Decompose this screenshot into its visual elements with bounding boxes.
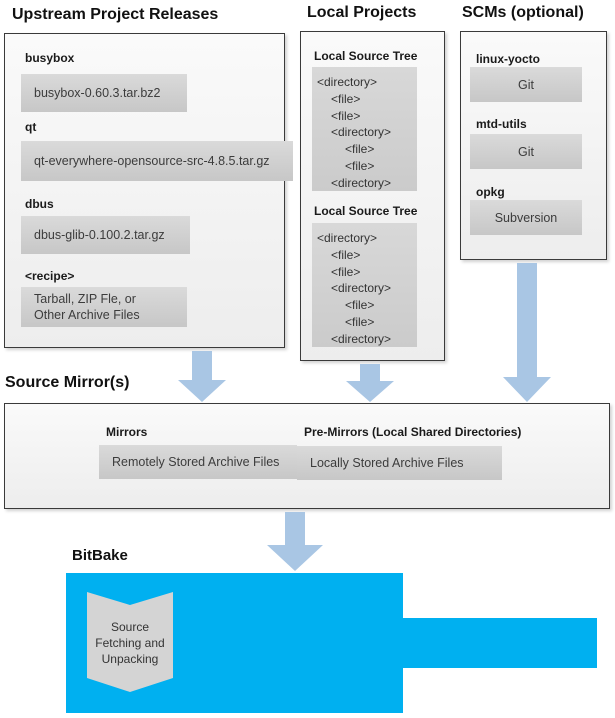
upstream-item-label: <recipe> bbox=[25, 269, 75, 283]
source-fetching-step: Source Fetching and Unpacking bbox=[87, 592, 173, 692]
local-source-tree-label: Local Source Tree bbox=[314, 204, 418, 218]
tree-line: <file> bbox=[331, 91, 361, 106]
scm-item-value: Git bbox=[470, 134, 582, 169]
upstream-item-value: dbus-glib-0.100.2.tar.gz bbox=[21, 216, 190, 254]
archive-name: busybox-0.60.3.tar.bz2 bbox=[34, 86, 161, 100]
scm-item-label: opkg bbox=[476, 185, 505, 199]
tree-line: <file> bbox=[345, 158, 375, 173]
local-source-tree: <directory> <file> <file> <directory> <f… bbox=[312, 223, 417, 347]
source-mirrors-title: Source Mirror(s) bbox=[5, 374, 130, 391]
local-source-tree-label: Local Source Tree bbox=[314, 49, 418, 63]
upstream-item-value: qt-everywhere-opensource-src-4.8.5.tar.g… bbox=[21, 141, 293, 181]
pre-mirrors-value: Locally Stored Archive Files bbox=[297, 446, 502, 480]
step-label: Source Fetching and Unpacking bbox=[95, 620, 165, 666]
down-arrow-icon bbox=[178, 351, 226, 402]
local-projects-box: Local Source Tree <directory> <file> <fi… bbox=[300, 31, 445, 361]
scm-tool: Subversion bbox=[494, 210, 558, 225]
upstream-item-value: busybox-0.60.3.tar.bz2 bbox=[21, 74, 187, 112]
tree-line: <directory> bbox=[317, 231, 378, 245]
mirrors-label: Mirrors bbox=[106, 425, 148, 439]
mirrors-value: Remotely Stored Archive Files bbox=[99, 445, 297, 479]
tree-line: <file> bbox=[331, 264, 361, 279]
upstream-title: Upstream Project Releases bbox=[12, 6, 219, 23]
upstream-item-label: busybox bbox=[25, 51, 75, 65]
upstream-item-label: qt bbox=[25, 120, 37, 134]
bitbake-output-tab bbox=[403, 618, 597, 668]
tree-line: <directory> bbox=[331, 175, 392, 190]
scms-box: linux-yocto Git mtd-utils Git opkg Subve… bbox=[460, 31, 607, 260]
archive-name: dbus-glib-0.100.2.tar.gz bbox=[34, 228, 165, 242]
mirror-desc: Remotely Stored Archive Files bbox=[112, 455, 280, 469]
upstream-item-value: Tarball, ZIP Fle, or Other Archive Files bbox=[21, 287, 187, 327]
down-arrow-icon bbox=[346, 364, 394, 402]
scm-item-label: linux-yocto bbox=[476, 52, 541, 66]
source-mirrors-box: Mirrors Remotely Stored Archive Files Pr… bbox=[4, 403, 610, 509]
scms-title: SCMs (optional) bbox=[462, 4, 584, 21]
tree-line: <directory> bbox=[331, 281, 392, 296]
tree-line: <directory> bbox=[331, 331, 392, 346]
tree-line: <file> bbox=[331, 108, 361, 123]
archive-name: qt-everywhere-opensource-src-4.8.5.tar.g… bbox=[34, 154, 270, 168]
scm-item-label: mtd-utils bbox=[476, 117, 527, 131]
scm-item-value: Git bbox=[470, 67, 582, 102]
local-source-tree: <directory> <file> <file> <directory> <f… bbox=[312, 67, 417, 191]
archive-name: Tarball, ZIP Fle, or Other Archive Files bbox=[34, 292, 140, 322]
tree-line: <file> bbox=[345, 142, 375, 157]
tree-line: <file> bbox=[345, 298, 375, 313]
down-arrow-icon bbox=[267, 512, 323, 571]
local-projects-title: Local Projects bbox=[307, 4, 417, 21]
tree-line: <directory> bbox=[317, 75, 378, 89]
upstream-item-label: dbus bbox=[25, 197, 54, 211]
pre-mirrors-label: Pre-Mirrors (Local Shared Directories) bbox=[304, 425, 522, 439]
scm-tool: Git bbox=[518, 144, 534, 159]
mirror-desc: Locally Stored Archive Files bbox=[310, 456, 464, 470]
down-arrow-icon bbox=[503, 263, 551, 402]
scm-tool: Git bbox=[518, 77, 534, 92]
tree-line: <file> bbox=[331, 247, 361, 262]
scm-item-value: Subversion bbox=[470, 200, 582, 235]
bitbake-title: BitBake bbox=[72, 547, 128, 564]
tree-line: <directory> bbox=[331, 125, 392, 140]
tree-line: <file> bbox=[345, 314, 375, 329]
upstream-box: busybox busybox-0.60.3.tar.bz2 qt qt-eve… bbox=[4, 33, 293, 348]
